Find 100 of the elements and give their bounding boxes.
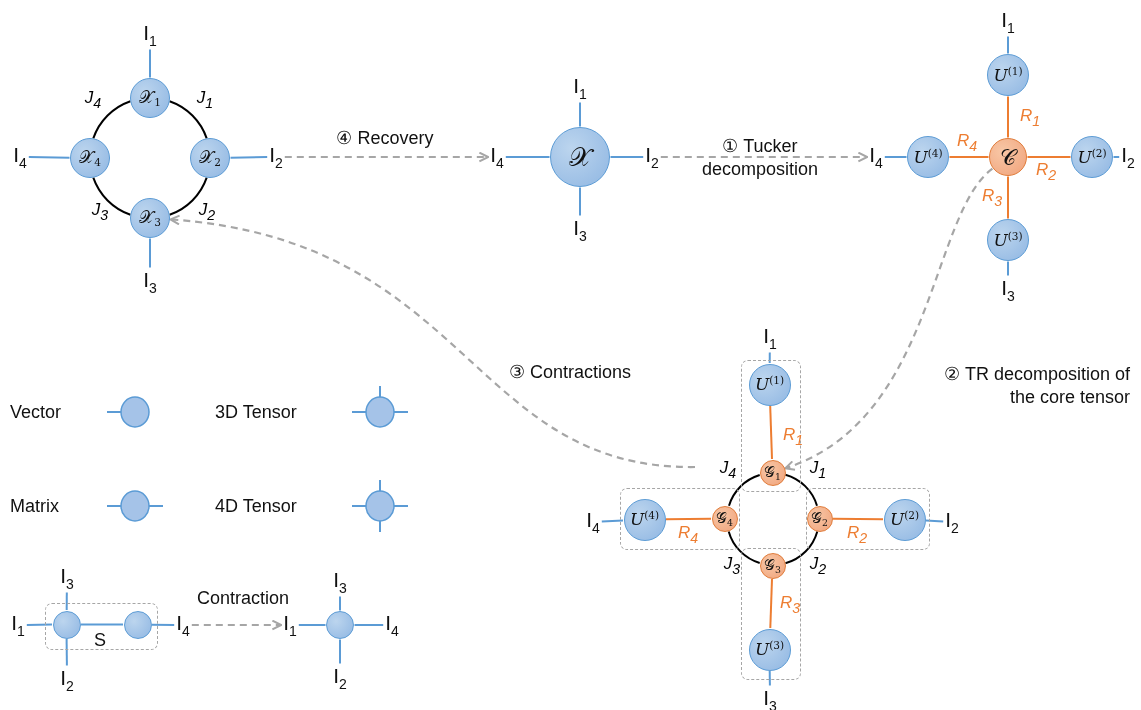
group-box: [806, 488, 930, 550]
tensor-circle: [52, 610, 81, 639]
edge-label: R$_{2}$: [1035, 159, 1057, 185]
index-label: I$_{4}$: [586, 509, 600, 535]
edge-label: ④ Recovery: [336, 126, 434, 150]
tensor-leg: [579, 186, 581, 217]
dashed-arrow: [169, 215, 696, 469]
tensor-leg: [297, 624, 327, 626]
edge-label: J$_{3}$: [723, 553, 741, 579]
dashed-arrow: [660, 151, 869, 163]
rank-bond: [948, 156, 990, 158]
tensor-circle: U$^{(2)}$: [883, 498, 926, 541]
index-label: I$_{3}$: [1001, 277, 1015, 303]
tensor-leg: [768, 670, 771, 687]
tensor-leg: [609, 156, 645, 158]
index-label: I$_{2}$: [60, 667, 74, 693]
edge-label: J$_{1}$: [196, 87, 214, 113]
edge-label: J$_{2}$: [809, 553, 827, 579]
index-label: I$_{3}$: [573, 217, 587, 243]
ring-bond: [92, 100, 132, 140]
index-label: I$_{3}$: [60, 565, 74, 591]
edge-label: R$_{4}$: [677, 522, 699, 548]
ring-bond: [784, 473, 818, 507]
index-label: I$_{2}$: [945, 509, 959, 535]
index-label: I$_{1}$: [573, 75, 587, 101]
group-box: [741, 548, 801, 680]
tensor-circle: [326, 611, 354, 639]
tensor-leg: [1112, 156, 1121, 158]
edge-label: J$_{2}$: [198, 199, 216, 225]
rank-bond: [769, 405, 773, 460]
index-label: I$_{3}$: [143, 269, 157, 295]
legend-label: 3D Tensor: [215, 401, 297, 423]
index-label: I$_{2}$: [1121, 144, 1135, 170]
tensor-circle: U$^{(4)}$: [623, 498, 666, 541]
tensor-circle: 𝒳$_{4}$: [70, 138, 110, 178]
tensor-leg: [579, 101, 581, 128]
index-label: I$_{2}$: [269, 144, 283, 170]
tensor-leg: [925, 519, 945, 523]
edge-label: ③ Contractions: [508, 360, 632, 384]
tensor-leg: [149, 48, 151, 79]
legend-label: Matrix: [10, 495, 59, 517]
dashed-arrow: [784, 167, 994, 470]
legend-label: 4D Tensor: [215, 495, 297, 517]
edge-label: S: [94, 628, 106, 652]
index-label: I$_{4}$: [176, 612, 190, 638]
edge-label: R$_{3}$: [779, 592, 801, 618]
rank-bond: [1007, 175, 1009, 220]
ring-bond: [92, 176, 132, 216]
index-label: I$_{1}$: [11, 612, 25, 638]
tensor-circle: U$^{(4)}$: [907, 136, 949, 178]
edge-label: R$_{1}$: [782, 424, 804, 450]
edge-label: R$_{4}$: [956, 130, 978, 156]
tensor-leg: [149, 237, 151, 269]
index-label: I$_{2}$: [645, 144, 659, 170]
dashed-arrow: [284, 151, 490, 163]
rank-bond: [832, 517, 884, 521]
edge-label: R$_{3}$: [981, 185, 1003, 211]
legend-label: Vector: [10, 401, 62, 423]
tensor-leg: [229, 156, 269, 159]
tensor-circle: U$^{(1)}$: [748, 363, 791, 406]
tensor-leg: [768, 351, 771, 364]
ring-bond: [727, 530, 761, 564]
tensor-leg: [80, 623, 124, 626]
tensor-leg: [1007, 260, 1009, 277]
tensor-leg: [65, 591, 68, 611]
rank-bond: [769, 578, 773, 629]
index-label: I$_{4}$: [869, 144, 883, 170]
core-tensor-circle: 𝒢$_{1}$: [759, 459, 786, 486]
tensor-leg: [1007, 35, 1009, 55]
index-label: I$_{1}$: [1001, 9, 1015, 35]
tensor-leg: [339, 638, 341, 665]
tensor-circle: U$^{(3)}$: [748, 628, 791, 671]
rank-bond: [665, 517, 712, 521]
edge-label: J$_{3}$: [91, 199, 109, 225]
index-label: I$_{4}$: [385, 612, 399, 638]
tensor-leg: [25, 623, 53, 626]
index-label: I$_{4}$: [13, 144, 27, 170]
tensor-circle: 𝒳$_{2}$: [190, 138, 230, 178]
core-tensor-circle: 𝒢$_{3}$: [759, 552, 786, 579]
tensor-circle: 𝒳: [550, 127, 610, 187]
tensor-leg: [65, 638, 68, 667]
edge-label: J$_{4}$: [719, 457, 737, 483]
tensor-leg: [339, 595, 341, 612]
index-label: I$_{2}$: [333, 665, 347, 691]
tensor-leg: [353, 624, 385, 626]
tensor-circle: 𝒳$_{1}$: [130, 78, 170, 118]
dashed-arrow: [191, 619, 283, 631]
edge-label: ① Tucker decomposition: [700, 134, 820, 180]
edge-label: ② TR decomposition of the core tensor: [943, 362, 1130, 408]
edge-label: R$_{1}$: [1019, 105, 1041, 131]
index-label: I$_{3}$: [763, 687, 777, 710]
rank-bond: [1007, 95, 1009, 139]
index-label: I$_{1}$: [143, 22, 157, 48]
index-label: I$_{4}$: [490, 144, 504, 170]
tensor-leg: [27, 156, 71, 159]
index-label: I$_{1}$: [763, 325, 777, 351]
tensor-leg: [600, 519, 624, 523]
ring-bond: [784, 530, 819, 565]
tensor-circle: [123, 610, 152, 639]
tensor-leg: [151, 623, 176, 626]
